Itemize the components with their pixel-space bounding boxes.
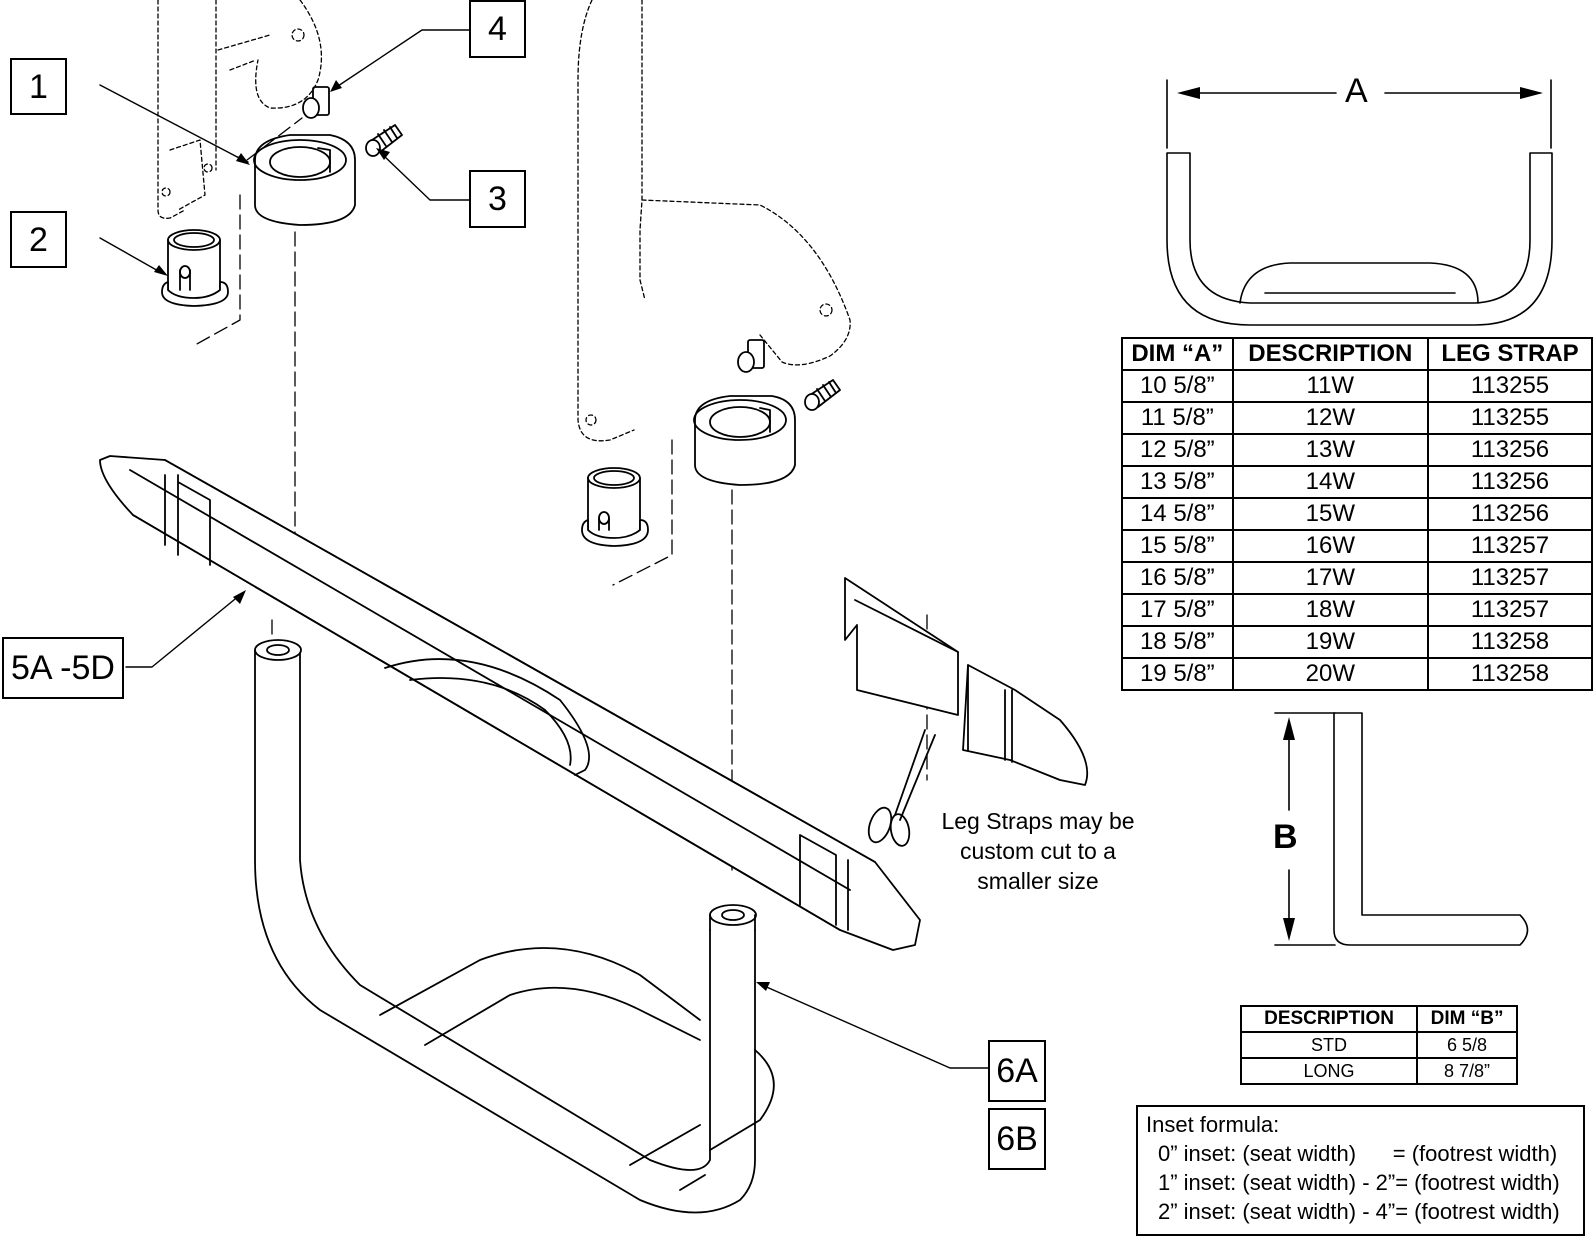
frame-tube-right — [577, 0, 851, 442]
cell-leg-strap: 113257 — [1427, 593, 1593, 627]
header-leg-strap: LEG STRAP — [1427, 337, 1593, 371]
cell-leg-strap: 113257 — [1427, 561, 1593, 595]
cell-dim: 10 5/8” — [1121, 369, 1234, 403]
cell-dim: 15 5/8” — [1121, 529, 1234, 563]
part-4-pin-right — [737, 339, 765, 373]
dim-b-arrowheads — [1283, 717, 1295, 941]
frame-tube-left — [157, 0, 323, 219]
callout-2: 2 — [10, 211, 67, 268]
dim-a-drawing — [1166, 79, 1553, 326]
header-dim-a: DIM “A” — [1121, 337, 1234, 371]
cell-leg-strap: 113255 — [1427, 369, 1593, 403]
inset-title: Inset formula: — [1146, 1112, 1280, 1137]
dim-a-label: A — [1345, 72, 1368, 110]
dim-b-label: B — [1273, 818, 1298, 856]
part-2-bushing — [161, 229, 229, 307]
callout-6a: 6A — [988, 1040, 1046, 1102]
note-line: smaller size — [977, 868, 1099, 894]
part-6-footrest — [254, 639, 775, 1214]
cell-dim: 19 5/8” — [1121, 657, 1234, 691]
inset-line: 1” inset: (seat width) - 2”= (footrest w… — [1158, 1170, 1560, 1195]
cell-leg-strap: 113255 — [1427, 401, 1593, 435]
cell-leg-strap: 113257 — [1427, 529, 1593, 563]
custom-cut-note: Leg Straps may be custom cut to a smalle… — [918, 806, 1158, 896]
part-1-clamp-collar-right — [693, 395, 796, 486]
cell-dim: 6 5/8 — [1416, 1031, 1518, 1059]
note-line: Leg Straps may be — [941, 808, 1135, 834]
inset-line: 2” inset: (seat width) - 4”= (footrest w… — [1158, 1199, 1560, 1224]
cell-description: STD — [1239, 1031, 1419, 1059]
cell-dim: 18 5/8” — [1121, 625, 1234, 659]
part-1-clamp-collar — [253, 134, 356, 226]
table-header-row: DESCRIPTION DIM “B” — [1239, 1005, 1518, 1033]
cell-dim: 13 5/8” — [1121, 465, 1234, 499]
callout-1: 1 — [10, 58, 67, 115]
scissors-icon — [867, 729, 936, 847]
cell-leg-strap: 113258 — [1427, 625, 1593, 659]
part-3-screw-right — [804, 379, 841, 411]
header-description: DESCRIPTION — [1239, 1005, 1419, 1033]
callout-5a-5d: 5A -5D — [2, 637, 124, 699]
dim-b-drawing — [1274, 712, 1529, 946]
assembly-lines-left — [194, 117, 303, 641]
part-2-bushing-right — [581, 467, 649, 547]
cell-description: 17W — [1231, 561, 1430, 595]
callout-3: 3 — [469, 170, 526, 228]
cell-description: 13W — [1231, 433, 1430, 467]
cell-dim: 12 5/8” — [1121, 433, 1234, 467]
cell-leg-strap: 113256 — [1427, 497, 1593, 531]
part-5-leg-strap — [99, 455, 921, 951]
inset-formula-box: Inset formula: 0” inset: (seat width) = … — [1136, 1105, 1585, 1236]
cell-description: 18W — [1231, 593, 1430, 627]
cell-description: 14W — [1231, 465, 1430, 499]
cell-dim: 11 5/8” — [1121, 401, 1234, 435]
cell-description: 20W — [1231, 657, 1430, 691]
cell-leg-strap: 113256 — [1427, 465, 1593, 499]
header-description: DESCRIPTION — [1231, 337, 1430, 371]
callout-6b: 6B — [988, 1108, 1046, 1170]
leader-arrowheads — [154, 80, 770, 991]
cell-description: 15W — [1231, 497, 1430, 531]
cell-leg-strap: 113258 — [1427, 657, 1593, 691]
cell-description: 12W — [1231, 401, 1430, 435]
cell-description: LONG — [1239, 1057, 1419, 1085]
part-3-screw — [365, 124, 403, 157]
table-header-row: DIM “A” DESCRIPTION LEG STRAP — [1121, 337, 1593, 371]
cell-dim: 14 5/8” — [1121, 497, 1234, 531]
inset-line: 0” inset: (seat width) = (footrest width… — [1158, 1141, 1558, 1166]
note-line: custom cut to a — [960, 838, 1116, 864]
leader-lines — [99, 29, 989, 1069]
part-4-pin — [302, 86, 330, 119]
callout-4: 4 — [469, 0, 526, 58]
cell-description: 19W — [1231, 625, 1430, 659]
cell-description: 16W — [1231, 529, 1430, 563]
cell-dim: 17 5/8” — [1121, 593, 1234, 627]
cell-dim: 16 5/8” — [1121, 561, 1234, 595]
dim-a-table: DIM “A” DESCRIPTION LEG STRAP 10 5/8”11W… — [1121, 337, 1593, 691]
header-dim-b: DIM “B” — [1416, 1005, 1518, 1033]
cell-leg-strap: 113256 — [1427, 433, 1593, 467]
dim-a-arrowheads — [1177, 87, 1543, 99]
cell-description: 11W — [1231, 369, 1430, 403]
cell-dim: 8 7/8” — [1416, 1057, 1518, 1085]
strap-cut-detail — [844, 577, 1089, 786]
